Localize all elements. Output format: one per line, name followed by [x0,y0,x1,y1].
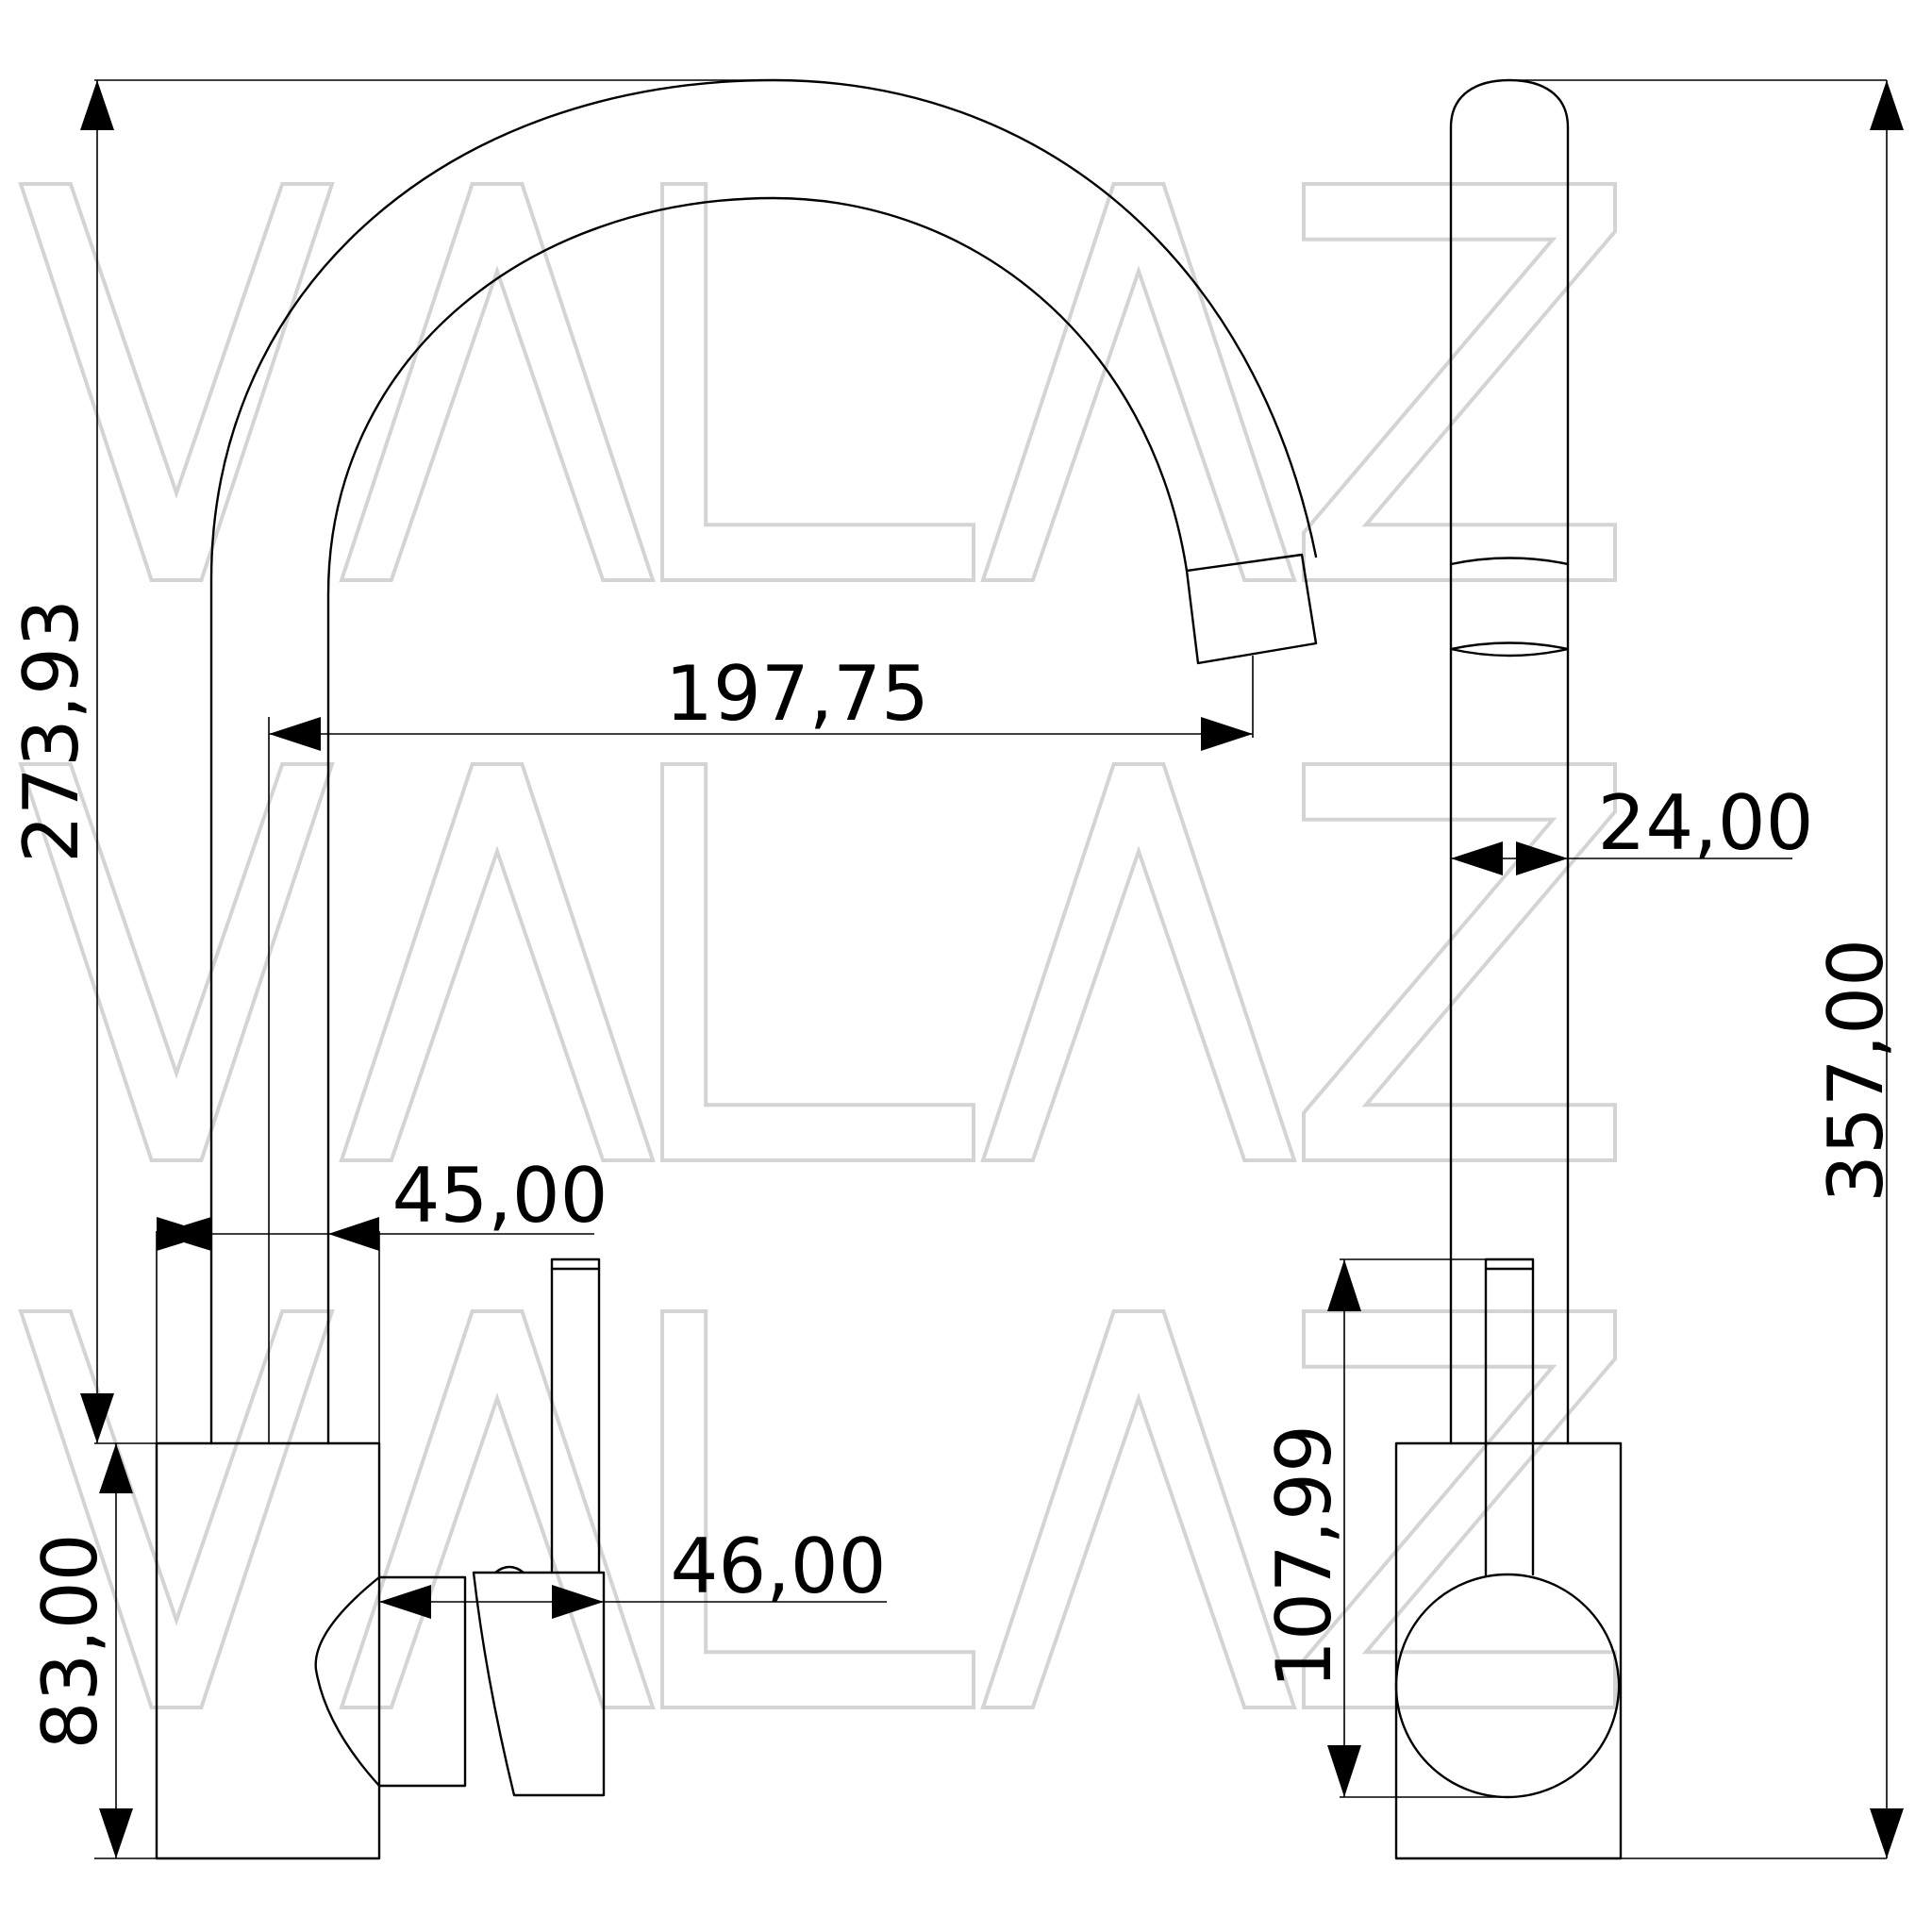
label-lever-depth: 46,00 [670,1523,886,1610]
lever-grip [314,1575,381,1788]
watermark-letter-l [660,762,975,1162]
watermark-letter-l [660,1309,975,1709]
watermark-letter-z [1302,182,1617,582]
spout-inner-profile [326,196,1189,1445]
lever-hub-circle [1394,1573,1621,1799]
label-spout-reach: 197,75 [665,650,929,738]
base-front-body [1394,1441,1623,1860]
watermark-letter-z [1302,1309,1617,1709]
front-view [1394,78,1623,1860]
spout-band-upper [1449,557,1570,566]
label-base-height: 83,00 [26,1533,114,1749]
watermark-letter-a [339,1309,656,1709]
label-lever-height: 107,99 [1260,1424,1348,1689]
label-base-diameter: 45,00 [391,1152,608,1240]
watermark-letter-a [980,1309,1297,1709]
base-body [155,1441,381,1860]
lever-pin [493,1565,525,1574]
lever-stem [550,1257,601,1574]
watermark-letter-v [18,1309,335,1709]
watermark-letter-v [18,182,335,582]
spout-band-lower [1449,641,1570,658]
lever-collar [377,1575,467,1788]
watermark-letter-a [339,762,656,1162]
watermark-letter-l [660,182,975,582]
watermark-letter-z [1302,762,1617,1162]
watermark-letter-a [339,182,656,582]
spout-front-profile [1449,78,1570,1445]
lever-handle-body [472,1571,606,1797]
watermark-letter-a [980,762,1297,1162]
watermark-valaz [18,182,1617,1709]
lever-front-stem [1484,1257,1535,1576]
watermark-letter-a [980,182,1297,582]
label-overall-height: 357,00 [1812,939,1900,1203]
watermark-letter-v [18,762,335,1162]
dimension-lines [80,79,1904,1859]
label-spout-diameter: 24,00 [1597,779,1813,867]
dimension-labels: 273,93 83,00 357,00 107,99 197,75 45,00 … [8,599,1900,1749]
label-spout-height: 273,93 [8,599,95,863]
aerator-tip [1185,553,1318,665]
